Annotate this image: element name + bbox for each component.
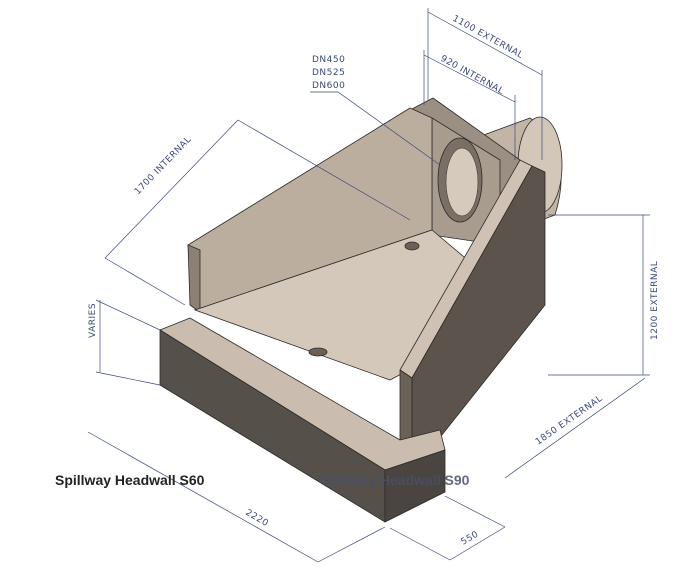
caption-s60: Spillway Headwall S60 (55, 472, 205, 488)
dim-1100: 1100 EXTERNAL (451, 14, 525, 61)
caption-s90: Spillway Headwall S90 (320, 472, 470, 488)
dimension-lines (87, 8, 650, 563)
pipe-bore (445, 147, 479, 217)
dim-varies-label: VARIES (88, 303, 98, 338)
dim-1200-label: EXTERNAL (650, 261, 660, 312)
dim-920-label: INTERNAL (458, 65, 505, 97)
dim-550-value: 550 (460, 530, 481, 548)
dim-1200: 1200 EXTERNAL (650, 261, 660, 340)
pipe-size-2: DN525 (312, 68, 345, 78)
pipe-size-1: DN450 (312, 55, 345, 65)
dim-1100-label: EXTERNAL (475, 28, 524, 61)
apron-side (384, 449, 446, 523)
left-wing-wall-end (187, 244, 201, 313)
dim-1850-value: 1850 (534, 425, 560, 447)
dim-2220-value: 2220 (244, 508, 271, 529)
pipe-size-leader (310, 91, 441, 166)
dim-1700-value: 1700 (133, 172, 157, 197)
dim-1850-label: EXTERNAL (557, 394, 605, 431)
dim-1700: 1700 INTERNAL (133, 135, 194, 197)
pipe-size-3: DN600 (312, 81, 345, 91)
dim-1850: 1850 EXTERNAL (534, 394, 605, 448)
dim-1700-label: INTERNAL (153, 135, 194, 177)
drain-hole (308, 347, 328, 357)
dim-920-value: 920 (439, 54, 460, 72)
dim-920: 920 INTERNAL (439, 54, 506, 97)
dim-1200-value: 1200 (650, 315, 660, 340)
right-wing-wall-end (399, 369, 413, 446)
drain-hole (404, 241, 420, 251)
